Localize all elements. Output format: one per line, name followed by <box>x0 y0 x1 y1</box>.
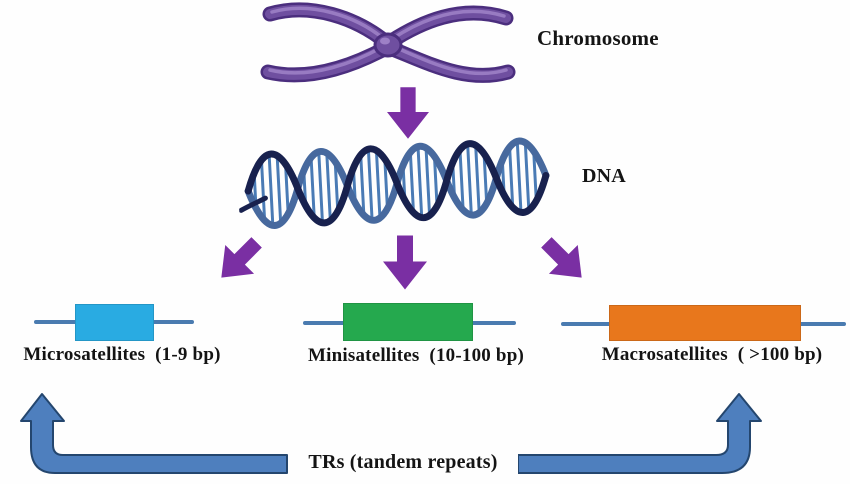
arrow-down-left-icon <box>221 237 262 278</box>
dna-label: DNA <box>582 165 626 187</box>
trs-label: TRs (tandem repeats) <box>308 451 498 473</box>
dna-tail-icon <box>238 195 268 213</box>
chromosome-icon <box>260 2 516 83</box>
minisatellites-label: Minisatellites (10-100 bp) <box>308 345 524 366</box>
chromosome-label: Chromosome <box>537 26 659 50</box>
minisatellite-box <box>343 303 473 341</box>
centromere-icon <box>373 32 403 58</box>
trs-bracket-left-icon <box>20 393 288 474</box>
trs-bracket-right-icon <box>518 393 762 474</box>
arrow-down-icon <box>387 87 429 139</box>
arrow-down-icon <box>383 235 427 290</box>
dna-icon <box>238 137 550 229</box>
macrosatellite-box <box>609 305 801 341</box>
microsatellite-box <box>75 304 154 341</box>
dna-dark-strand-icon <box>244 140 550 227</box>
microsatellites-label: Microsatellites (1-9 bp) <box>23 344 221 365</box>
macrosatellites-label: Macrosatellites ( >100 bp) <box>601 344 823 365</box>
arrow-down-right-icon <box>541 237 582 278</box>
dna-rungs-icon <box>252 139 538 227</box>
